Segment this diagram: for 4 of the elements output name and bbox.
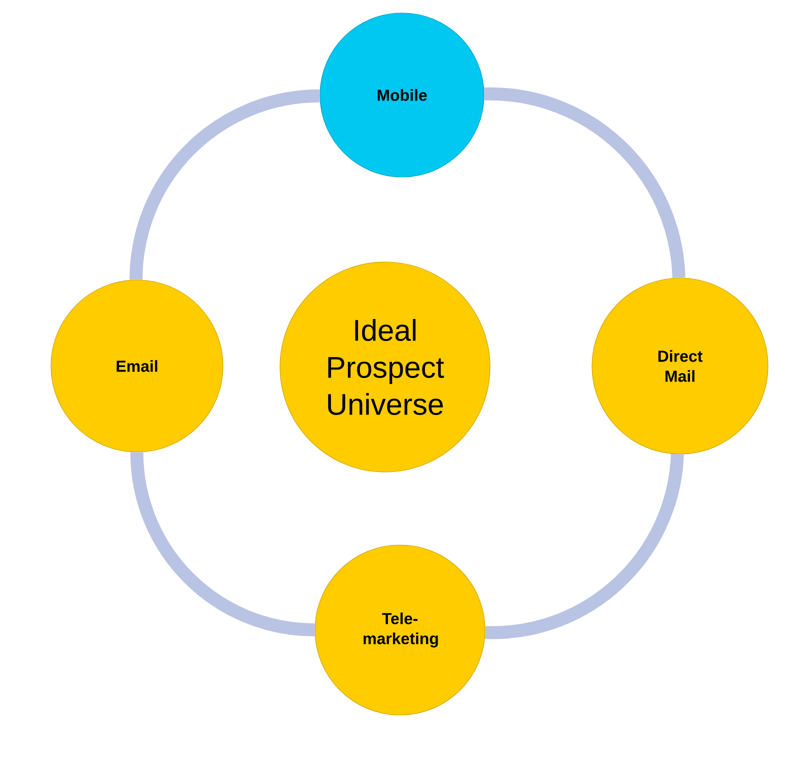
ring-segment — [484, 87, 686, 278]
ring-segment — [130, 452, 316, 636]
ring-segment — [485, 454, 684, 639]
ring-segment — [130, 89, 320, 280]
